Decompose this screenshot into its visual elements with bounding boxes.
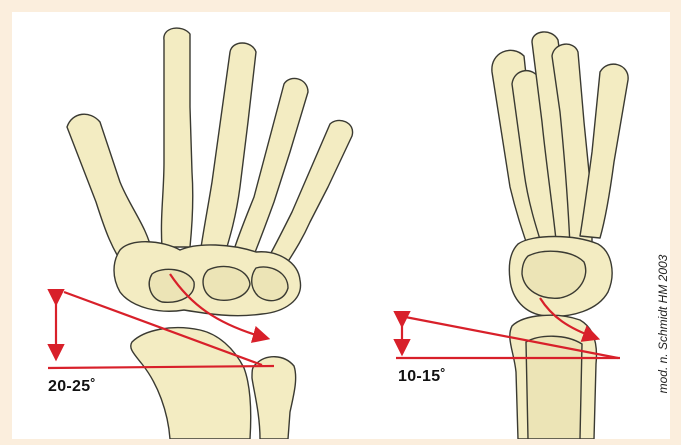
wrist-radiograph-illustration — [12, 12, 670, 439]
left-angle-label: 20-25˚ — [48, 378, 96, 396]
right-hand-bones — [492, 32, 628, 439]
figure-panel: 20-25˚ 10-15˚ mod. n. Schmidt HM 2003 — [12, 12, 670, 439]
left-hand-bones — [67, 28, 353, 439]
right-angle-label: 10-15˚ — [398, 368, 446, 386]
source-credit: mod. n. Schmidt HM 2003 — [656, 239, 670, 409]
